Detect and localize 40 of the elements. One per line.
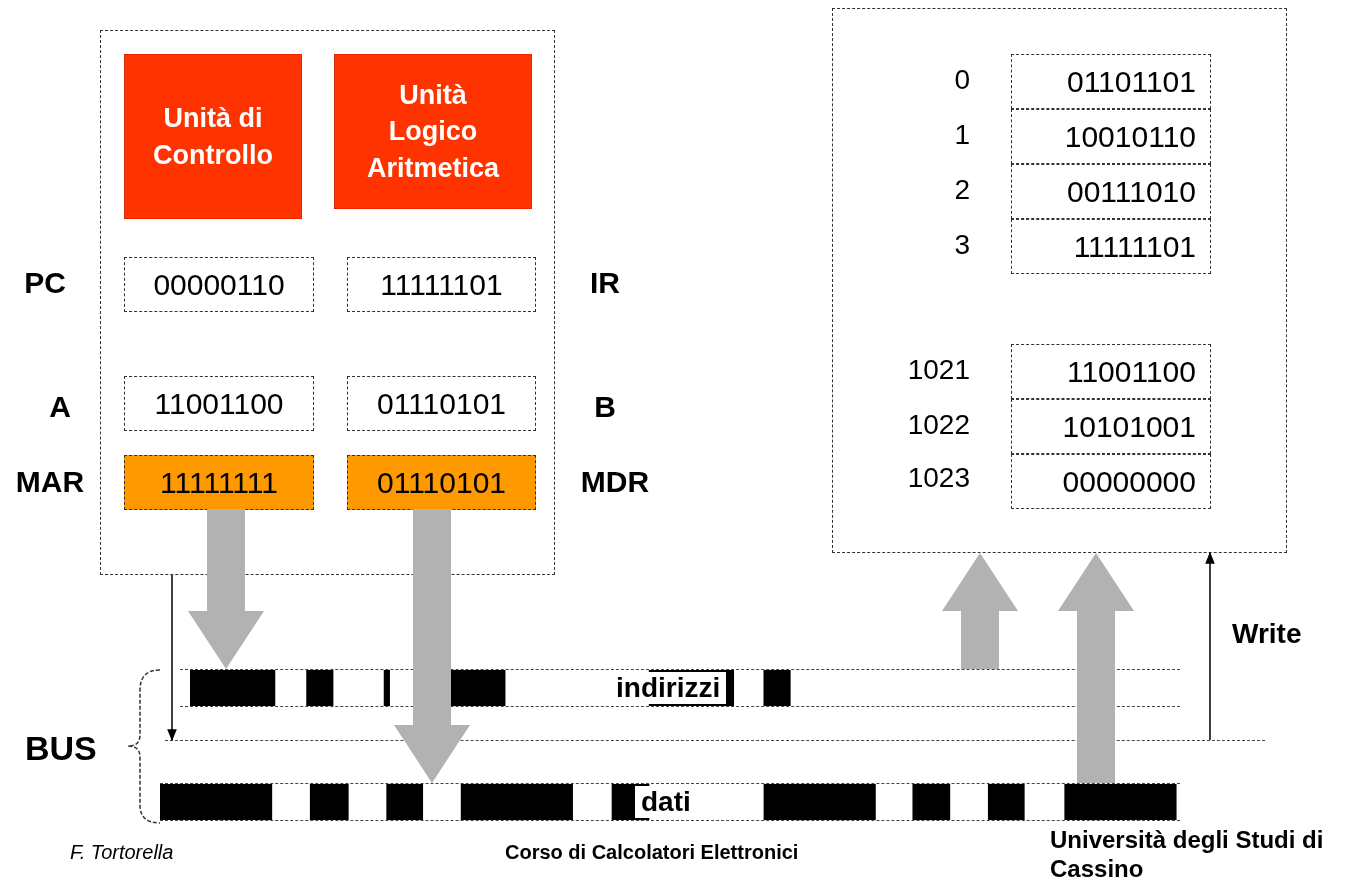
memory-address: 0 — [953, 66, 970, 94]
memory-cell: 00000000 — [1011, 454, 1211, 509]
register-box: 00000110 — [124, 257, 314, 312]
signal-arrow — [1205, 551, 1215, 741]
course-note: Corso di Calcolatori Elettronici — [505, 840, 799, 864]
memory-address: 2 — [953, 176, 970, 204]
register-box: 11001100 — [124, 376, 314, 431]
memory-cell: 01101101 — [1011, 54, 1211, 109]
memory-address: 1023 — [906, 464, 970, 492]
block-arrow — [1058, 553, 1134, 783]
register-name: MAR — [14, 467, 86, 497]
block-arrow — [188, 509, 264, 669]
unit-box: Unità Logico Aritmetica — [334, 54, 532, 209]
memory-cell: 11001100 — [1011, 344, 1211, 399]
register-name: IR — [589, 268, 621, 298]
author-note: F. Tortorella — [70, 840, 174, 864]
register-box: 11111101 — [347, 257, 536, 312]
register-name: PC — [23, 268, 67, 298]
memory-cell: 10010110 — [1011, 109, 1211, 164]
register-box: 01110101 — [347, 455, 536, 510]
block-arrow — [942, 553, 1018, 669]
register-name: A — [48, 392, 72, 422]
block-arrow — [394, 509, 470, 783]
register-name: MDR — [579, 467, 651, 497]
register-name: B — [593, 392, 617, 422]
unit-box: Unità di Controllo — [124, 54, 302, 219]
university-note: Università degli Studi di Cassino — [1050, 826, 1325, 884]
memory-cell: 11111101 — [1011, 219, 1211, 274]
register-box: 01110101 — [347, 376, 536, 431]
memory-box — [832, 8, 1287, 553]
signal-arrow — [167, 574, 177, 742]
memory-address: 3 — [953, 231, 970, 259]
register-box: 11111111 — [124, 455, 314, 510]
memory-address: 1022 — [906, 411, 970, 439]
memory-cell: 10101001 — [1011, 399, 1211, 454]
memory-cell: 00111010 — [1011, 164, 1211, 219]
cpu-box — [100, 30, 555, 575]
memory-address: 1 — [953, 121, 970, 149]
bus-title: BUS — [25, 728, 97, 769]
memory-address: 1021 — [906, 356, 970, 384]
